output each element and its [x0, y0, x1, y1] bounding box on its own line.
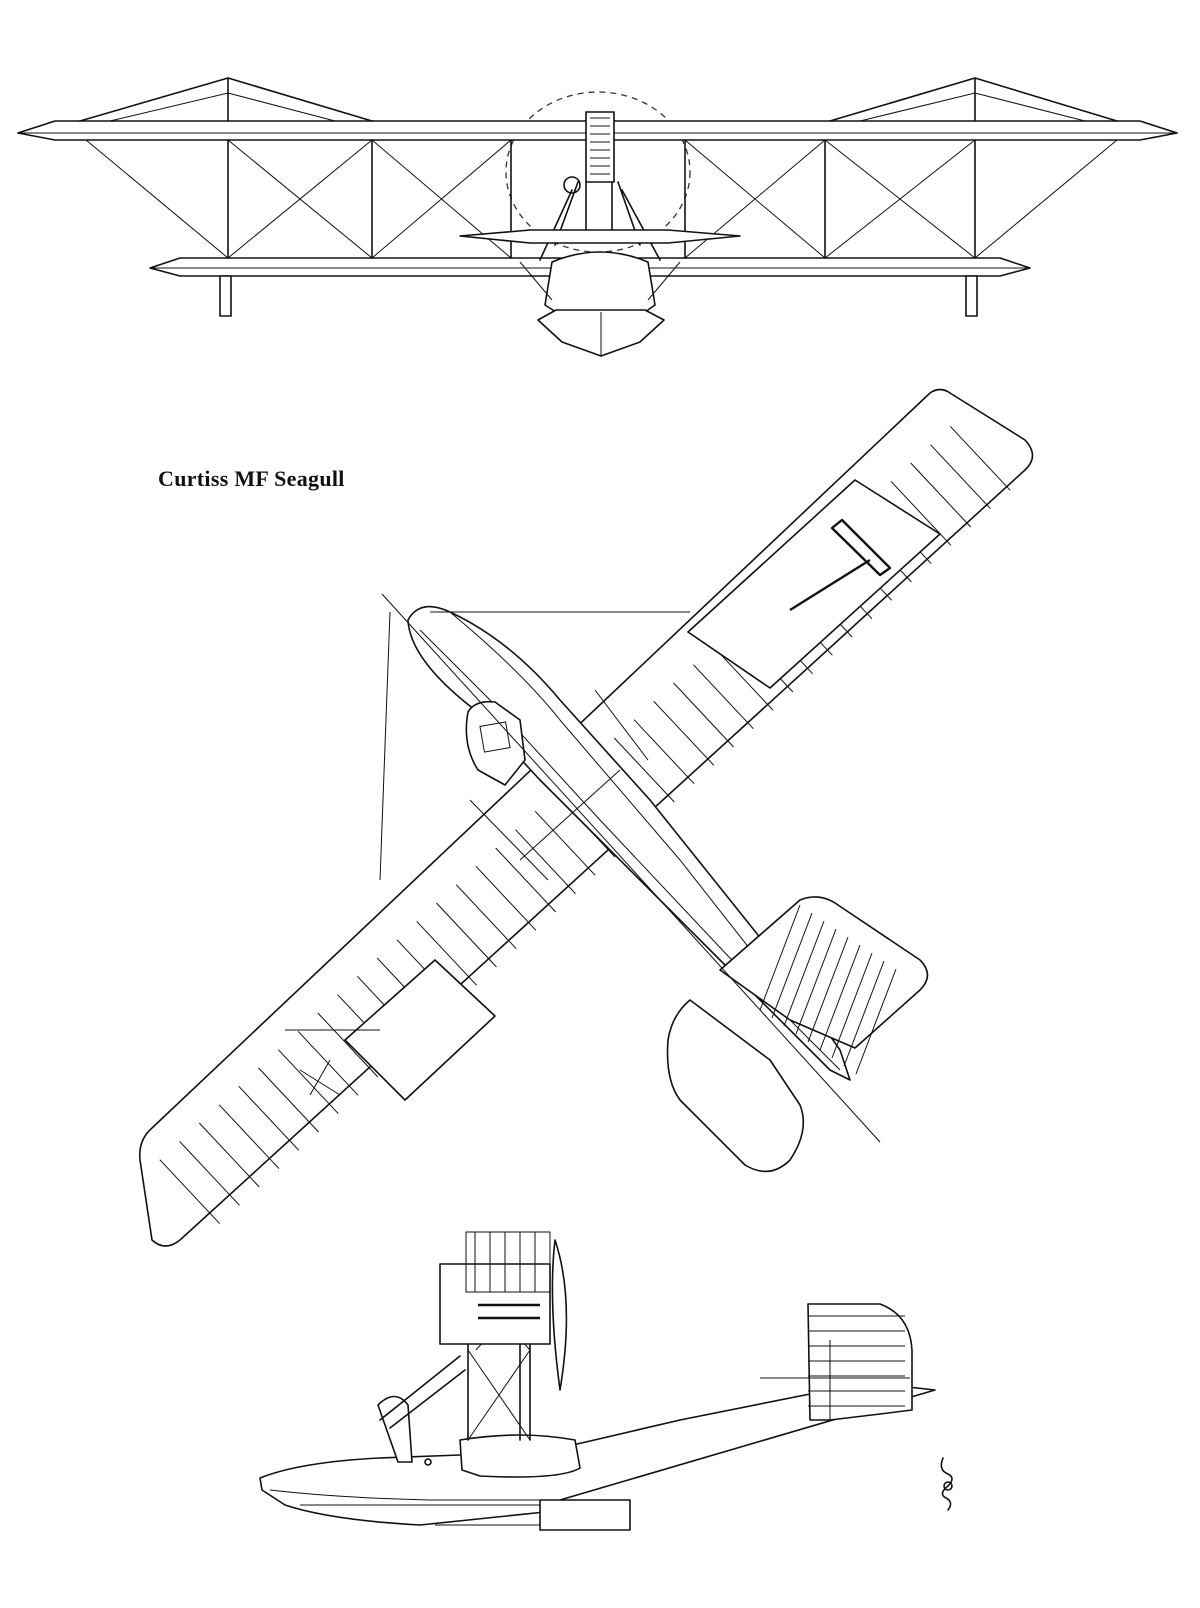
rib-line: [633, 719, 695, 785]
rib-line: [807, 936, 849, 1043]
rib-line: [712, 645, 774, 711]
rib-line: [890, 480, 952, 546]
rib-line: [317, 1012, 379, 1078]
rib-line: [673, 682, 734, 748]
rib-line: [475, 865, 537, 931]
step-float: [459, 1434, 581, 1478]
rib-line: [218, 1104, 280, 1170]
rib-line: [831, 952, 873, 1059]
tail-fin: [807, 1303, 913, 1421]
rib-line: [277, 1049, 339, 1115]
right-wing-float: [965, 275, 978, 317]
tailplane-left: [666, 999, 805, 1173]
rib-line: [495, 847, 557, 913]
rib-line: [198, 1122, 260, 1188]
hull-front: [544, 251, 656, 313]
rib-line: [179, 1140, 240, 1206]
rib-line: [855, 968, 897, 1075]
left-wing-float: [219, 275, 232, 317]
cockpit: [465, 700, 526, 786]
rib-line: [759, 904, 801, 1011]
radiator: [585, 111, 615, 183]
drawing-title: Curtiss MF Seagull: [158, 466, 345, 491]
centerline-axis: [381, 593, 881, 1143]
rib-line: [515, 829, 576, 895]
rib-line: [843, 960, 885, 1067]
rib-line: [949, 425, 1011, 491]
rib-line: [455, 884, 517, 950]
windshield: [377, 1395, 413, 1463]
rib-line: [795, 928, 837, 1035]
rib-line: [783, 920, 825, 1027]
rib-line: [534, 810, 596, 876]
rib-line: [436, 902, 497, 968]
propeller-hub: [563, 176, 581, 194]
rib-line: [692, 664, 754, 730]
propeller-side: [551, 1239, 568, 1391]
side-view: [259, 1231, 953, 1531]
rib-line: [930, 444, 991, 510]
rib-line: [653, 700, 715, 766]
rib-line: [910, 462, 972, 528]
tailplane-right: [719, 896, 929, 1049]
upper-aileron: [687, 479, 941, 689]
lower-aileron: [344, 959, 496, 1101]
top-view: [138, 388, 1034, 1247]
artist-monogram: [940, 1457, 953, 1511]
rib-line: [613, 737, 675, 803]
rib-line: [771, 912, 813, 1019]
rib-line: [819, 944, 861, 1051]
rib-line: [416, 920, 478, 986]
rib-line: [238, 1085, 300, 1151]
rib-line: [258, 1067, 319, 1133]
rib-line: [159, 1159, 221, 1225]
front-view: [17, 77, 1178, 357]
tailplane-front: [459, 229, 741, 244]
